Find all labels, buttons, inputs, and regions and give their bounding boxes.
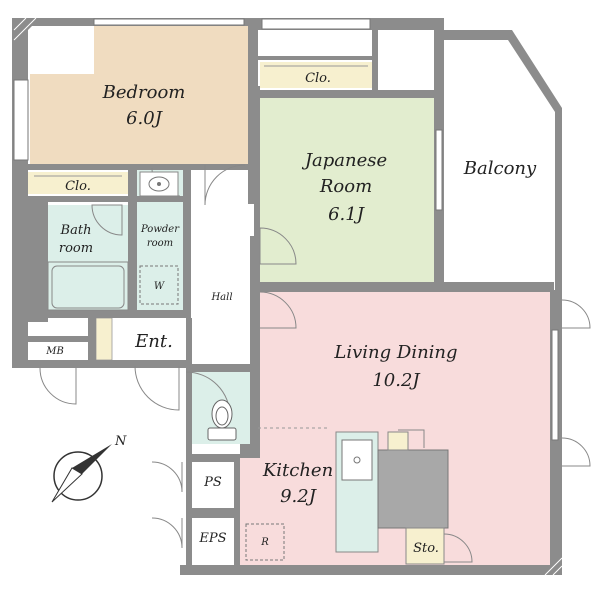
bedroom-name: Bedroom <box>102 82 186 103</box>
refrigerator-space <box>245 523 285 561</box>
bedroom-closet <box>28 172 128 194</box>
windows <box>13 18 559 441</box>
balcony-floor <box>443 40 555 282</box>
compass-north-label: N <box>114 434 127 449</box>
powder-room-name-line2: room <box>147 238 173 249</box>
compass: N <box>51 434 127 503</box>
bathtub <box>51 265 125 309</box>
ps-label: PS <box>203 475 222 490</box>
kitchen-name: Kitchen <box>262 460 333 481</box>
toilet <box>207 399 237 441</box>
entrance-tile <box>113 318 186 360</box>
fixtures <box>34 65 449 565</box>
compass-needle-icon <box>72 444 112 474</box>
bath-room-name-line2: room <box>59 241 93 256</box>
powder-room-name-line1: Powder <box>140 224 180 235</box>
bedroom-area: 6.0J <box>126 108 164 129</box>
eps-label: EPS <box>198 531 226 546</box>
balcony-name: Balcony <box>463 158 537 179</box>
kitchen-sink <box>341 439 373 481</box>
living-dining-floor <box>240 292 550 565</box>
bedroom-floor <box>30 26 250 165</box>
hall-label: Hall <box>210 292 232 303</box>
washer-label: W <box>154 281 165 292</box>
shoe-cabinet <box>95 317 113 361</box>
living-dining-name: Living Dining <box>333 342 457 363</box>
refrigerator-label: R <box>260 537 269 548</box>
japanese-room-name-line2: Room <box>319 176 372 197</box>
storage-label: Sto. <box>413 541 439 556</box>
kitchen-range-block <box>377 449 449 529</box>
storage-cabinet <box>405 527 445 565</box>
entrance-label: Ent. <box>134 331 173 352</box>
kitchen-area: 9.2J <box>280 486 318 507</box>
bedroom-closet-label: Clo. <box>65 179 91 194</box>
japanese-room-name-line1: Japanese <box>301 150 387 171</box>
room-labels: Bedroom 6.0J Clo. Clo. Japanese Room 6.1… <box>45 71 537 556</box>
washer-space <box>139 265 179 305</box>
japanese-room-floor <box>260 98 434 282</box>
living-dining-area: 10.2J <box>372 370 421 391</box>
japanese-closet-label: Clo. <box>305 71 331 86</box>
bath-room-name-line1: Bath <box>60 223 92 238</box>
doors <box>39 164 591 563</box>
mb-label: MB <box>45 346 64 357</box>
corner-hatches <box>13 17 563 576</box>
japanese-room-area: 6.1J <box>328 204 366 225</box>
